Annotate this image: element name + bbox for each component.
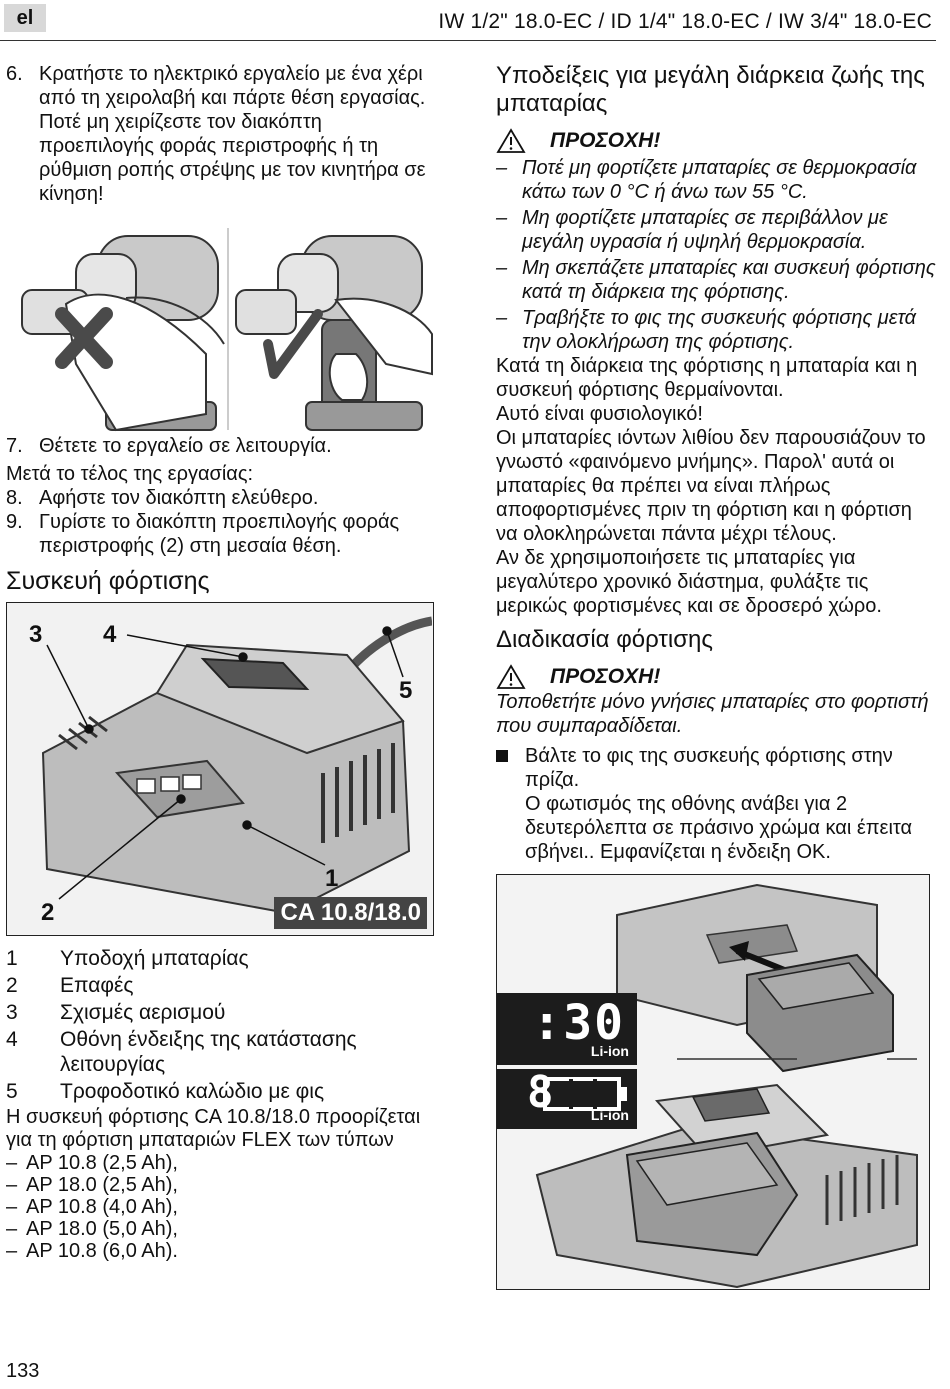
list-item: –Τραβήξτε το φις της συσκευής φόρτισης μ…	[496, 307, 917, 353]
check-mark	[263, 309, 323, 379]
page-number: 133	[6, 1360, 40, 1382]
caution-header-2: ΠΡΟΣΟΧΗ!	[496, 664, 936, 690]
caution-list: –Ποτέ μη φορτίζετε μπαταρίες σε θερμοκρα…	[496, 156, 936, 354]
header-divider	[0, 40, 936, 41]
charging-process-heading: Διαδικασία φόρτισης	[496, 626, 713, 653]
step-6-warning: Ποτέ μη χειρίζεστε τον διακόπτη προεπιλο…	[39, 111, 426, 205]
paragraph: Αν δε χρησιμοποιήσετε τις μπαταρίες για …	[496, 547, 882, 617]
legend-item: 5 Τροφοδοτικό καλώδιο με φις	[6, 1080, 325, 1103]
caution-label: ΠΡΟΣΟΧΗ!	[550, 129, 661, 152]
charging-figure: :30 Li-ion 8 Li-ion	[496, 874, 930, 1290]
charging-step-bullet: Βάλτε το φις της συσκευής φόρτισης στην …	[496, 744, 936, 864]
step-text: Θέτετε το εργαλείο σε λειτουργία.	[39, 435, 332, 457]
legend-item: 2 Επαφές	[6, 974, 134, 997]
document-header-title: IW 1/2" 18.0-EC / ID 1/4" 18.0-EC / IW 3…	[438, 10, 932, 33]
figure-label-2: 2	[41, 899, 55, 926]
li-ion-label: Li-ion	[590, 1107, 629, 1123]
cross-mark	[55, 307, 113, 369]
step-6: 6. Κρατήστε το ηλεκτρικό εργαλείο με ένα…	[6, 62, 440, 110]
charger-illustration	[7, 603, 432, 934]
paragraph: Οι μπαταρίες ιόντων λιθίου δεν παρουσιάζ…	[496, 427, 926, 545]
list-item: –AP 18.0 (5,0 Ah),	[6, 1218, 178, 1240]
list-item: –Μη φορτίζετε μπαταρίες σε περιβάλλον με…	[496, 207, 888, 253]
step-number: 7.	[6, 435, 23, 457]
display-panel-countdown: :30 Li-ion	[497, 993, 637, 1065]
charger-legend: 1 Υποδοχή μπαταρίας 2 Επαφές 3 Σχισμές α…	[6, 946, 440, 1104]
model-badge: CA 10.8/18.0	[274, 897, 427, 929]
figure-label-3: 3	[29, 621, 43, 648]
step-8: 8. Αφήστε τον διακόπτη ελεύθερο.	[6, 486, 440, 510]
step-text: Γυρίστε το διακόπτη προεπιλογής φοράς πε…	[39, 511, 400, 557]
step-text: Κρατήστε το ηλεκτρικό εργαλείο με ένα χέ…	[39, 63, 426, 109]
display-readout: :30	[532, 995, 625, 1051]
step-9: 9. Γυρίστε το διακόπτη προεπιλογής φοράς…	[6, 510, 440, 558]
paragraph: Κατά τη διάρκεια της φόρτισης η μπαταρία…	[496, 355, 918, 401]
wrong-grip-tool	[21, 235, 225, 432]
paragraph: Αυτό είναι φυσιολογικό!	[496, 403, 703, 425]
caution-label: ΠΡΟΣΟΧΗ!	[550, 665, 661, 688]
right-column: Υποδείξεις για μεγάλη διάρκεια ζωής της …	[496, 62, 936, 1290]
warning-triangle-icon	[496, 128, 526, 153]
battery-tips-body: Κατά τη διάρκεια της φόρτισης η μπαταρία…	[496, 354, 936, 618]
list-item: –AP 10.8 (2,5 Ah),	[6, 1152, 178, 1174]
display-panel-battery: 8 Li-ion	[497, 1067, 637, 1129]
legend-item: 4 Οθόνη ένδειξης της κατάστασης λειτουργ…	[6, 1028, 357, 1076]
list-item: –AP 10.8 (6,0 Ah).	[6, 1240, 178, 1262]
bullet-square-icon	[496, 744, 525, 864]
list-item: –AP 10.8 (4,0 Ah),	[6, 1196, 178, 1218]
step-text: Αφήστε τον διακόπτη ελεύθερο.	[39, 487, 319, 509]
list-item: –Μη σκεπάζετε μπαταρίες και συσκευή φόρτ…	[496, 257, 936, 303]
figure-label-5: 5	[399, 677, 413, 704]
figure-label-4: 4	[103, 621, 117, 648]
battery-type-list: –AP 10.8 (2,5 Ah), –AP 18.0 (2,5 Ah), –A…	[6, 1152, 440, 1262]
bullet-detail-text: Ο φωτισμός της οθόνης ανάβει για 2 δευτε…	[525, 793, 913, 863]
battery-level-icon	[543, 1077, 627, 1111]
battery-tips-heading: Υποδείξεις για μεγάλη διάρκεια ζωής της …	[496, 62, 925, 117]
grip-figure	[6, 214, 434, 432]
charger-figure: 3 4 5 1 2 CA 10.8/18.0	[6, 602, 434, 936]
charger-heading: Συσκευή φόρτισης	[6, 567, 210, 595]
legend-item: 3 Σχισμές αερισμού	[6, 1001, 226, 1024]
step-number: 9.	[6, 511, 23, 533]
caution-header: ΠΡΟΣΟΧΗ!	[496, 128, 936, 154]
step-number: 8.	[6, 487, 23, 509]
legend-item: 1 Υποδοχή μπαταρίας	[6, 947, 249, 970]
left-column: 6. Κρατήστε το ηλεκτρικό εργαλείο με ένα…	[6, 62, 440, 1262]
list-item: –Ποτέ μη φορτίζετε μπαταρίες σε θερμοκρα…	[496, 157, 917, 203]
correct-grip-tool	[235, 235, 433, 431]
li-ion-label: Li-ion	[590, 1043, 629, 1059]
grip-illustration	[6, 214, 434, 432]
list-item: –AP 18.0 (2,5 Ah),	[6, 1174, 178, 1196]
after-work-label: Μετά το τέλος της εργασίας:	[6, 463, 254, 485]
step-number: 6.	[6, 63, 23, 85]
original-battery-warning: Τοποθετήτε μόνο γνήσιες μπαταρίες στο φο…	[496, 691, 929, 737]
figure-label-1: 1	[325, 865, 339, 892]
bullet-main-text: Βάλτε το φις της συσκευής φόρτισης στην …	[525, 745, 893, 791]
language-badge: el	[4, 4, 46, 32]
warning-triangle-icon	[496, 664, 526, 689]
step-7: 7. Θέτετε το εργαλείο σε λειτουργία.	[6, 434, 440, 458]
intended-use-text: Η συσκευή φόρτισης CA 10.8/18.0 προορίζε…	[6, 1106, 421, 1151]
